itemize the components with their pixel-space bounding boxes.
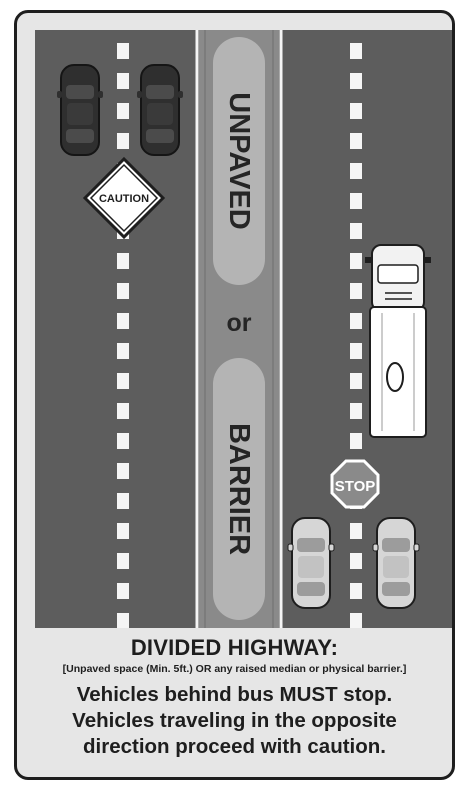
- median-label-unpaved: UNPAVED: [223, 92, 255, 230]
- stop-sign: STOP: [332, 461, 378, 507]
- lane-divider-right: [350, 33, 362, 628]
- caption-line-1-end: stop.: [338, 683, 393, 706]
- caution-sign-label: CAUTION: [99, 193, 149, 205]
- stop-sign-label: STOP: [335, 478, 376, 495]
- caption: DIVIDED HIGHWAY: [Unpaved space (Min. 5f…: [17, 635, 452, 760]
- car-light-left: [288, 518, 334, 608]
- caption-note: [Unpaved space (Min. 5ft.) OR any raised…: [17, 662, 452, 676]
- caption-line-1-must: MUST: [280, 683, 338, 706]
- car-dark-left: [57, 65, 103, 155]
- car-dark-right: [137, 65, 183, 155]
- caption-line-1: Vehicles behind bus MUST stop.: [17, 682, 452, 708]
- diagram-frame: UNPAVED or BARRIER CAUTION: [14, 10, 455, 780]
- caption-line-1-start: Vehicles behind bus: [77, 683, 280, 706]
- caption-title: DIVIDED HIGHWAY:: [17, 635, 452, 661]
- car-light-right: [373, 518, 419, 608]
- caption-line-3: direction proceed with caution.: [17, 734, 452, 760]
- lane-divider-left: [117, 33, 129, 628]
- median-label-or: or: [227, 309, 252, 337]
- road-scene: UNPAVED or BARRIER CAUTION: [17, 13, 452, 628]
- median-label-barrier: BARRIER: [223, 423, 255, 555]
- school-bus: [365, 245, 431, 437]
- caption-line-2: Vehicles traveling in the opposite: [17, 708, 452, 734]
